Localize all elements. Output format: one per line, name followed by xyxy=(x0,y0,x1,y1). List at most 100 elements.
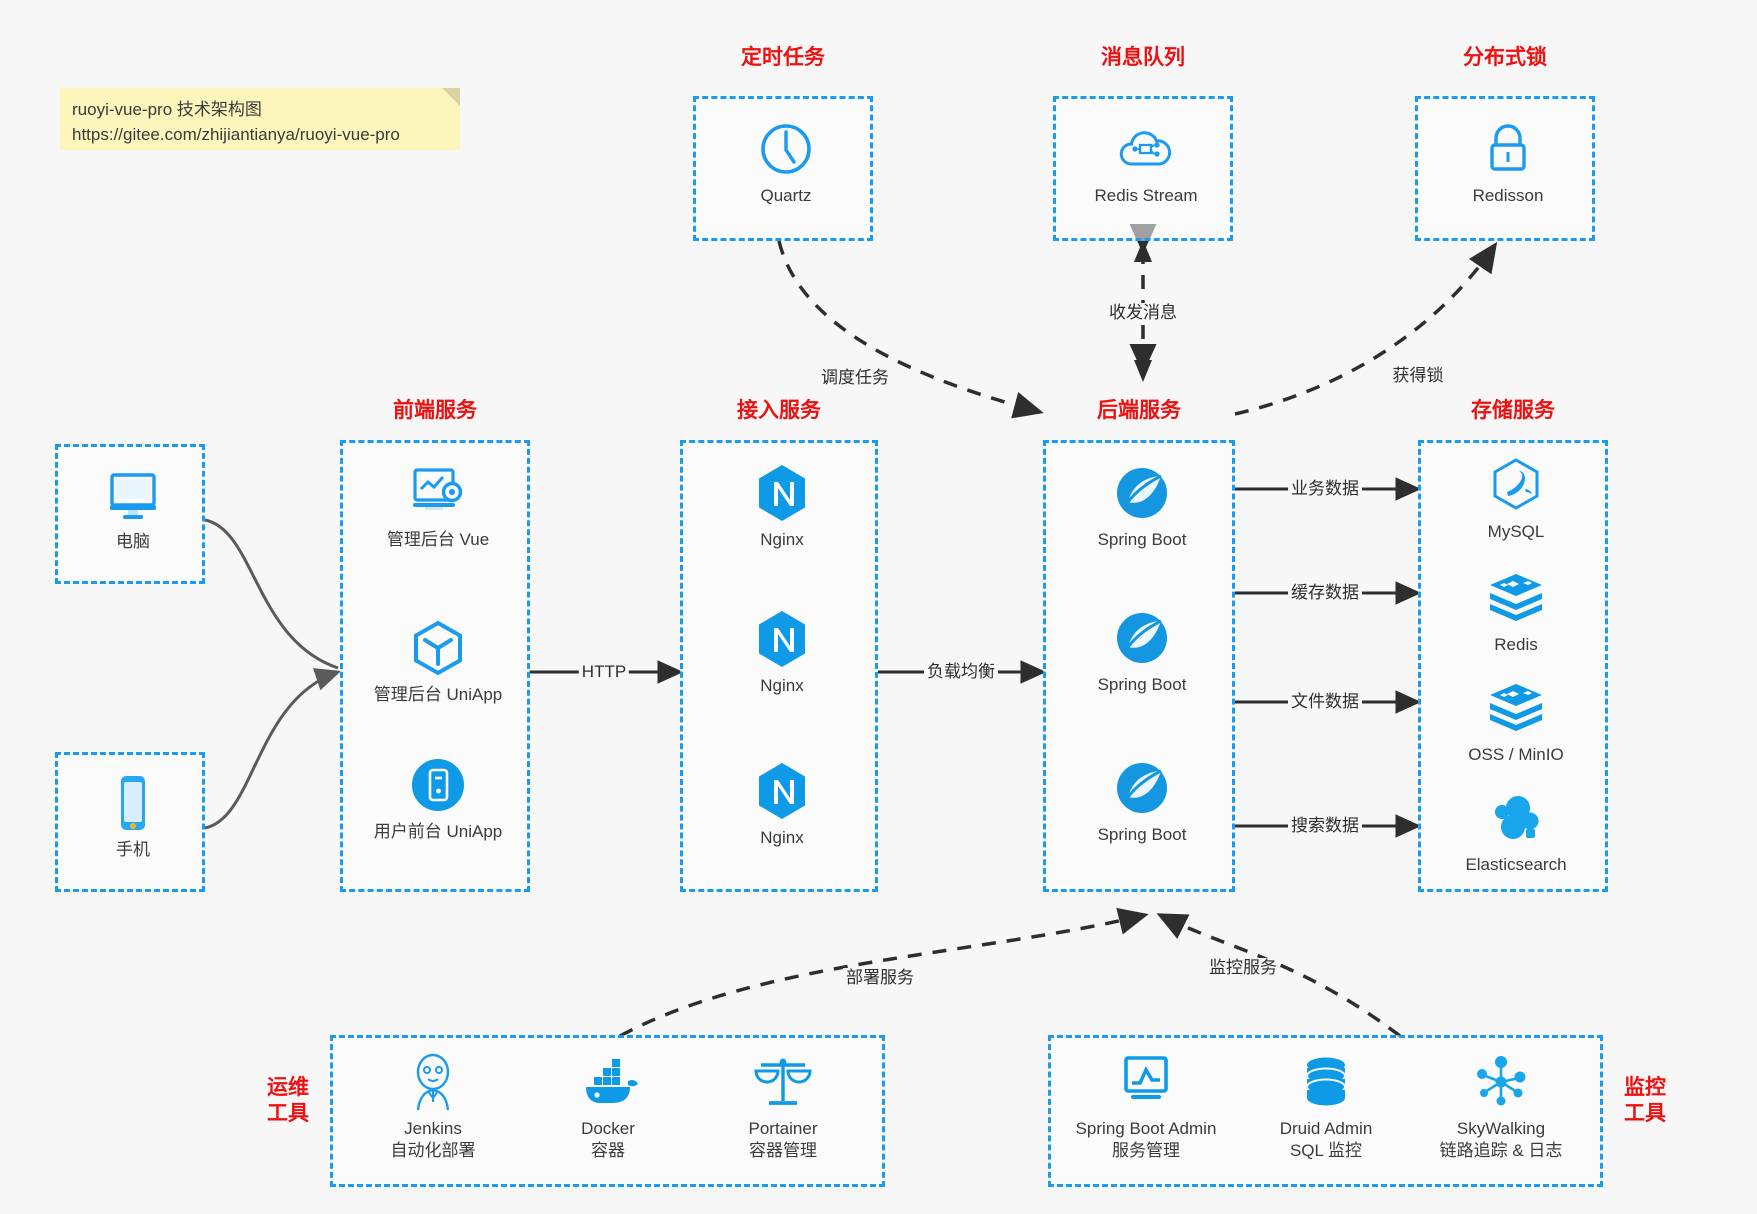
node-sublabel: 自动化部署 xyxy=(390,1141,476,1160)
node-mobile[interactable]: 手机 xyxy=(53,773,213,861)
node-jenkins[interactable]: Jenkins 自动化部署 xyxy=(353,1052,513,1162)
network-nodes-icon xyxy=(1421,1052,1581,1112)
node-spring-boot-admin[interactable]: Spring Boot Admin 服务管理 xyxy=(1066,1052,1226,1162)
group-scheduler: Quartz xyxy=(693,96,873,241)
node-admin-uniapp[interactable]: 管理后台 UniApp xyxy=(358,618,518,706)
spring-boot-icon xyxy=(1062,608,1222,668)
node-label: Druid Admin xyxy=(1279,1119,1373,1138)
node-mysql[interactable]: MySQL xyxy=(1436,455,1596,543)
node-spring-boot-3[interactable]: Spring Boot xyxy=(1062,758,1222,846)
cloud-stream-icon xyxy=(1066,119,1226,179)
node-label: Redis xyxy=(1494,635,1538,654)
phone-circle-icon xyxy=(358,755,518,815)
edge-label-monitor-service: 监控服务 xyxy=(1206,958,1280,978)
group-client-desktop: 电脑 xyxy=(55,444,205,584)
node-druid-admin[interactable]: Druid Admin SQL 监控 xyxy=(1246,1052,1406,1162)
node-label: Docker xyxy=(581,1119,635,1138)
node-label: 管理后台 Vue xyxy=(386,530,490,549)
jenkins-butler-icon xyxy=(353,1052,513,1112)
group-monitoring: Spring Boot Admin 服务管理 Druid Admin SQL 监… xyxy=(1048,1035,1603,1187)
group-client-mobile: 手机 xyxy=(55,752,205,892)
node-desktop[interactable]: 电脑 xyxy=(53,465,213,553)
diagram-note: ruoyi-vue-pro 技术架构图 https://gitee.com/zh… xyxy=(60,88,460,150)
note-url: https://gitee.com/zhijiantianya/ruoyi-vu… xyxy=(72,125,400,144)
node-spring-boot-2[interactable]: Spring Boot xyxy=(1062,608,1222,696)
group-title-devops: 运维 工具 xyxy=(260,1075,316,1127)
node-user-uniapp[interactable]: 用户前台 UniApp xyxy=(358,755,518,843)
node-label: Redisson xyxy=(1472,186,1544,205)
edge-label-file-data: 文件数据 xyxy=(1288,692,1362,712)
group-title-monitoring: 监控 工具 xyxy=(1617,1075,1673,1127)
group-devops: Jenkins 自动化部署 Docker 容器 xyxy=(330,1035,885,1187)
group-title-storage: 存储服务 xyxy=(1471,399,1555,422)
node-sublabel: SQL 监控 xyxy=(1289,1141,1363,1160)
node-label: OSS / MinIO xyxy=(1468,745,1564,764)
node-skywalking[interactable]: SkyWalking 链路追踪 & 日志 xyxy=(1421,1052,1581,1162)
node-sublabel: 容器管理 xyxy=(749,1141,817,1160)
edge-label-acquire-lock: 获得锁 xyxy=(1389,366,1447,386)
edge-label-search-data: 搜索数据 xyxy=(1288,816,1362,836)
node-nginx-1[interactable]: Nginx xyxy=(702,463,862,551)
edge-label-business-data: 业务数据 xyxy=(1288,479,1362,499)
node-label: Spring Boot xyxy=(1097,530,1187,549)
node-label: Nginx xyxy=(760,530,804,549)
node-elasticsearch[interactable]: Elasticsearch xyxy=(1436,788,1596,876)
devops-title-line2: 工具 xyxy=(267,1102,309,1125)
group-backend: Spring Boot Spring Boot Spring Boot xyxy=(1043,440,1235,892)
node-redis[interactable]: Redis xyxy=(1436,568,1596,656)
node-spring-boot-1[interactable]: Spring Boot xyxy=(1062,463,1222,551)
node-sublabel: 服务管理 xyxy=(1112,1141,1180,1160)
group-title-lock: 分布式锁 xyxy=(1463,46,1547,69)
group-title-backend: 后端服务 xyxy=(1097,399,1181,422)
nginx-icon xyxy=(702,609,862,669)
scales-balance-icon xyxy=(703,1052,863,1112)
group-storage: MySQL Redis xyxy=(1418,440,1608,892)
node-label: Spring Boot xyxy=(1097,825,1187,844)
node-label: Quartz xyxy=(760,186,812,205)
node-portainer[interactable]: Portainer 容器管理 xyxy=(703,1052,863,1162)
group-frontend: 管理后台 Vue 管理后台 UniApp 用户前台 UniApp xyxy=(340,440,530,892)
mobile-phone-icon xyxy=(53,773,213,833)
node-redisson[interactable]: Redisson xyxy=(1428,119,1588,207)
group-gateway: Nginx Nginx Nginx xyxy=(680,440,878,892)
node-label: Elasticsearch xyxy=(1465,855,1567,874)
group-title-mq: 消息队列 xyxy=(1101,46,1185,69)
group-mq: Redis Stream xyxy=(1053,96,1233,241)
node-docker[interactable]: Docker 容器 xyxy=(528,1052,688,1162)
node-label: Nginx xyxy=(760,676,804,695)
node-oss-minio[interactable]: OSS / MinIO xyxy=(1436,678,1596,766)
edge-label-deploy-service: 部署服务 xyxy=(843,968,917,988)
node-admin-vue[interactable]: 管理后台 Vue xyxy=(358,463,518,551)
docker-whale-icon xyxy=(528,1052,688,1112)
group-title-frontend: 前端服务 xyxy=(393,399,477,422)
node-label: 用户前台 UniApp xyxy=(373,822,503,841)
monitoring-title-line2: 工具 xyxy=(1624,1102,1666,1125)
node-sublabel: 容器 xyxy=(591,1141,625,1160)
group-lock: Redisson xyxy=(1415,96,1595,241)
devops-title-line1: 运维 xyxy=(267,1076,309,1099)
node-quartz[interactable]: Quartz xyxy=(706,119,866,207)
edge-label-cache-data: 缓存数据 xyxy=(1288,583,1362,603)
monitoring-title-line1: 监控 xyxy=(1624,1076,1666,1099)
desktop-monitor-icon xyxy=(53,465,213,525)
node-nginx-3[interactable]: Nginx xyxy=(702,761,862,849)
node-label: Nginx xyxy=(760,828,804,847)
redis-stack-icon xyxy=(1436,568,1596,628)
group-title-scheduler: 定时任务 xyxy=(741,46,825,69)
node-redis-stream[interactable]: Redis Stream xyxy=(1066,119,1226,207)
node-label: MySQL xyxy=(1487,522,1545,541)
node-nginx-2[interactable]: Nginx xyxy=(702,609,862,697)
node-label: 手机 xyxy=(116,840,150,859)
node-sublabel: 链路追踪 & 日志 xyxy=(1439,1141,1563,1160)
nginx-icon xyxy=(702,463,862,523)
admin-dashboard-icon xyxy=(358,463,518,523)
padlock-icon xyxy=(1428,119,1588,179)
note-title: ruoyi-vue-pro 技术架构图 xyxy=(72,100,262,119)
node-label: 电脑 xyxy=(116,532,150,551)
node-label: Portainer xyxy=(748,1119,818,1138)
spring-boot-icon xyxy=(1062,463,1222,523)
edge-label-load-balance: 负载均衡 xyxy=(924,662,998,682)
edge-label-schedule-task: 调度任务 xyxy=(818,368,892,388)
clock-icon xyxy=(706,119,866,179)
